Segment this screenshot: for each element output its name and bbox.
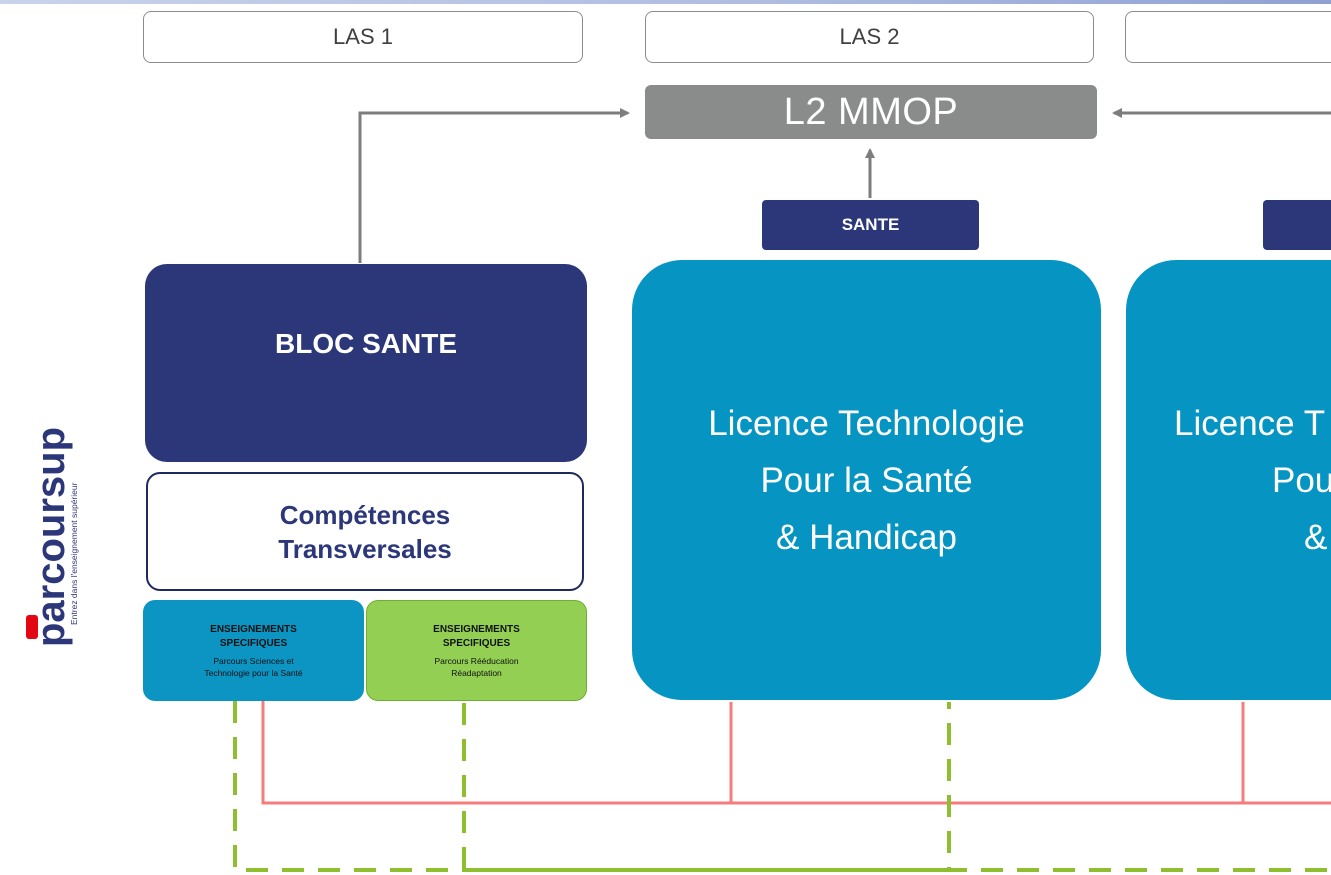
ens2-title-line1: ENSEIGNEMENTS (433, 623, 520, 635)
ens2-sub-line1: Parcours Rééducation (434, 655, 519, 666)
las2-box: LAS 2 (645, 11, 1094, 63)
bloc-sante-label: BLOC SANTE (275, 328, 457, 359)
ens2-title-line2: SPECIFIQUES (442, 637, 511, 649)
competences-line1: Compétences (279, 499, 451, 530)
enseignements-box-reeducation: ENSEIGNEMENTS SPECIFIQUES Parcours Réédu… (366, 600, 587, 701)
top-band (0, 0, 1331, 4)
las1-box: LAS 1 (143, 11, 583, 63)
parcoursup-logo-red-mark (26, 615, 38, 639)
ens1-sub-line2: Technologie pour la Santé (204, 667, 303, 678)
licence-cut-line2: Pour (1272, 460, 1331, 500)
arrow-bloc-to-mmop (358, 108, 630, 263)
licence-line3: & Handicap (776, 517, 957, 557)
sante-tag-cut (1263, 200, 1331, 250)
las2-label: LAS 2 (839, 24, 900, 49)
las1-label: LAS 1 (333, 24, 393, 49)
bloc-sante-box: BLOC SANTE (145, 264, 587, 462)
licence-cut-line1: Licence T (1174, 403, 1326, 443)
licence-cut-line3: & H (1304, 517, 1331, 557)
parcoursup-logo-text: parcoursup (29, 427, 73, 647)
ens1-sub-line1: Parcours Sciences et (213, 655, 294, 666)
licence-technologie-box: Licence Technologie Pour la Santé & Hand… (632, 260, 1101, 700)
green-dashed-path-2 (462, 703, 1331, 872)
ens2-sub-line2: Réadaptation (451, 667, 502, 678)
sante-tag-label: SANTE (841, 215, 900, 234)
las3-box (1125, 11, 1331, 63)
sante-tag: SANTE (762, 200, 979, 250)
l2-mmop-box: L2 MMOP (645, 85, 1097, 139)
enseignements-box-sciences: ENSEIGNEMENTS SPECIFIQUES Parcours Scien… (143, 600, 364, 701)
competences-line2: Transversales (278, 533, 452, 564)
green-dashed-path-1 (233, 701, 951, 872)
ens1-title-line1: ENSEIGNEMENTS (210, 623, 297, 635)
parcoursup-tagline: Entrez dans l'enseignement supérieur (69, 482, 79, 625)
parcoursup-logo: parcoursup Entrez dans l'enseignement su… (26, 427, 79, 647)
competences-box: Compétences Transversales (146, 472, 584, 591)
licence-technologie-box-cut: Licence T Pour & H (1126, 260, 1331, 700)
l2-mmop-label: L2 MMOP (783, 90, 959, 133)
red-link-line (261, 701, 1331, 805)
licence-line1: Licence Technologie (708, 403, 1025, 443)
ens1-title-line2: SPECIFIQUES (219, 637, 288, 649)
licence-line2: Pour la Santé (760, 460, 973, 500)
